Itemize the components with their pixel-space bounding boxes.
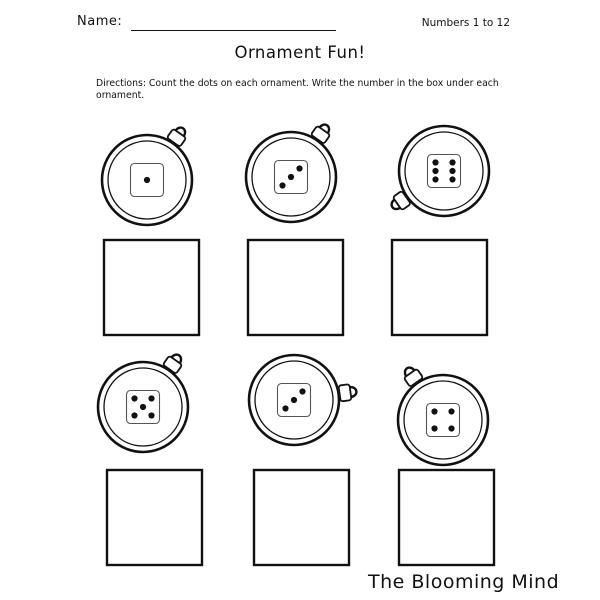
die-pip: [287, 173, 295, 181]
brand-footer: The Blooming Mind: [368, 571, 560, 593]
answer-box[interactable]: [105, 468, 204, 567]
hanger-cap: [337, 383, 353, 403]
hanger-loop: [390, 198, 401, 211]
die-pip: [290, 396, 298, 404]
ornament-layer: [96, 123, 491, 467]
answer-box[interactable]: [252, 468, 351, 567]
ornament-inner-ring: [251, 137, 331, 217]
ornament-hanger: [337, 383, 358, 403]
die-pip: [449, 176, 456, 183]
ornament: [100, 126, 194, 227]
ornament-inner-ring: [107, 140, 187, 220]
die-pip: [282, 405, 289, 412]
die-pip: [432, 167, 439, 175]
answer-box[interactable]: [246, 238, 345, 337]
ornament: [96, 353, 190, 454]
ornament-inner-ring: [404, 131, 484, 211]
ornament: [244, 123, 338, 224]
ornament-inner-ring: [254, 360, 334, 440]
die-pip: [131, 395, 138, 402]
die-pip: [143, 176, 151, 184]
die-face: [425, 402, 461, 438]
answer-box[interactable]: [102, 238, 201, 337]
die-pip: [296, 165, 303, 172]
die-pip: [432, 176, 439, 183]
hanger-loop: [174, 126, 187, 137]
directions-text: Directions: Count the dots on each ornam…: [96, 78, 499, 101]
name-label: Name:: [77, 14, 123, 29]
answer-box[interactable]: [397, 468, 496, 567]
worksheet-topic: Numbers 1 to 12: [421, 17, 510, 29]
ornament: [396, 366, 490, 467]
ornament-inner-ring: [403, 380, 483, 460]
die-pip: [431, 408, 438, 415]
hanger-loop: [349, 385, 358, 399]
worksheet-title: Ornament Fun!: [234, 43, 366, 62]
answer-box-layer: [102, 238, 496, 567]
die-pip: [432, 159, 439, 166]
die-pip: [449, 167, 456, 175]
die-pip: [299, 388, 306, 395]
die-pip: [148, 412, 155, 419]
name-line[interactable]: [131, 30, 336, 31]
ornament: [390, 124, 491, 218]
die-pip: [148, 395, 155, 402]
hanger-loop: [403, 366, 416, 377]
die-pip: [448, 408, 455, 415]
die-pip: [449, 159, 456, 166]
ornament-inner-ring: [103, 367, 183, 447]
die-pip: [131, 412, 138, 419]
die-pip: [448, 425, 455, 432]
die-pip: [279, 182, 286, 189]
hanger-loop: [170, 353, 183, 364]
hanger-loop: [318, 123, 331, 134]
ornament: [247, 353, 358, 447]
answer-box[interactable]: [390, 238, 489, 337]
die-pip: [431, 425, 438, 432]
die-pip: [139, 403, 147, 411]
